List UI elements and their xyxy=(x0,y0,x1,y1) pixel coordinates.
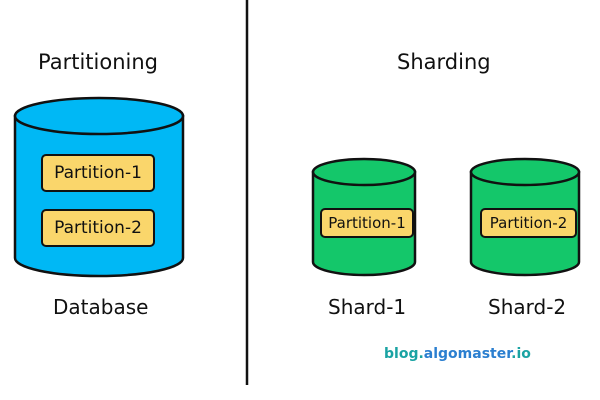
watermark: blog.algomaster.io xyxy=(384,346,531,362)
watermark-part-1: blog. xyxy=(384,346,424,362)
shard-1-partition-label: Partition-1 xyxy=(328,214,406,232)
shard-2-partition-box xyxy=(480,208,577,238)
shard-2-caption: Shard-2 xyxy=(488,295,567,319)
watermark-part-2: algomaster xyxy=(423,346,512,362)
partition-box-1 xyxy=(41,154,155,192)
sharding-title: Sharding xyxy=(397,50,491,74)
shard-2-partition-label: Partition-2 xyxy=(489,214,568,232)
database-caption: Database xyxy=(53,295,149,319)
shard-1-caption: Shard-1 xyxy=(328,295,407,319)
shard-1-partition-box xyxy=(320,208,414,238)
partition-box-2 xyxy=(41,209,155,247)
partition-label-1: Partition-1 xyxy=(54,163,142,183)
partitioning-title: Partitioning xyxy=(38,50,158,74)
watermark-part-3: .io xyxy=(511,346,531,362)
partition-label-2: Partition-2 xyxy=(54,218,142,238)
